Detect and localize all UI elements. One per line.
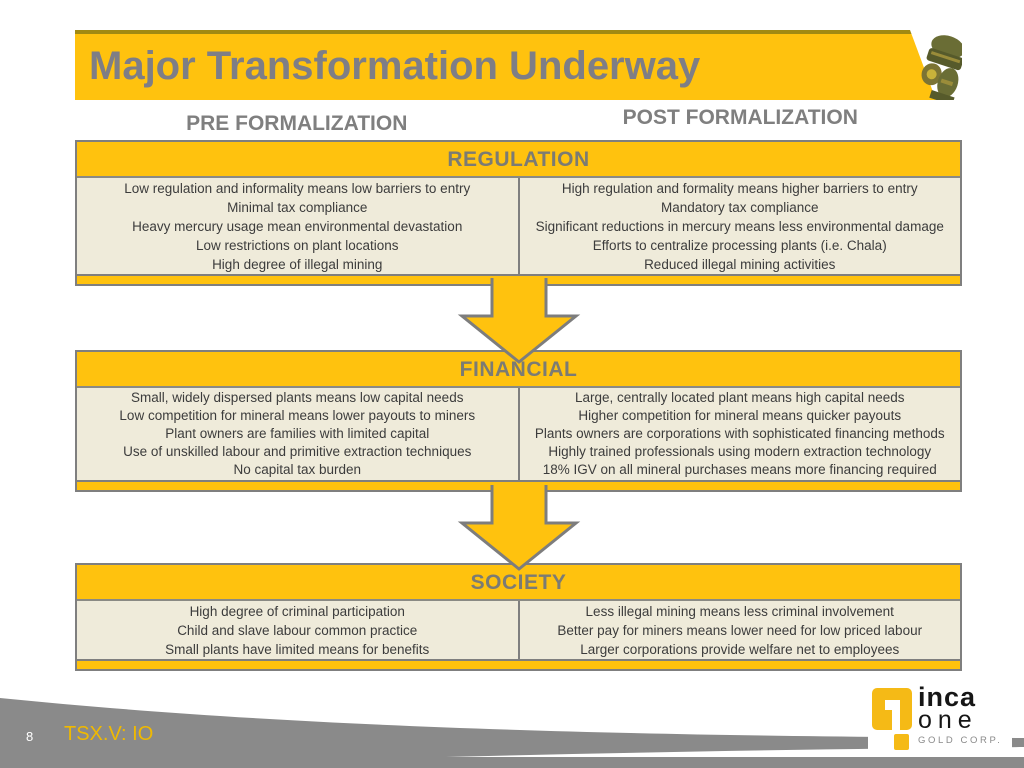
section-bottom-strip xyxy=(77,661,960,669)
post-formalization-label: POST FORMALIZATION xyxy=(622,106,858,129)
financial-pre-cell: Small, widely dispersed plants means low… xyxy=(77,388,520,480)
footer-swoosh xyxy=(0,698,1024,768)
cell-line: Plants owners are corporations with soph… xyxy=(534,426,945,441)
section-society-title: SOCIETY xyxy=(77,565,960,601)
society-post-cell: Less illegal mining means less criminal … xyxy=(519,601,960,659)
cell-line: Small plants have limited means for bene… xyxy=(165,641,430,657)
down-arrow-icon xyxy=(457,278,581,364)
financial-post-cell: Large, centrally located plant means hig… xyxy=(519,388,960,480)
cell-line: Less illegal mining means less criminal … xyxy=(585,603,894,619)
down-arrow-icon xyxy=(457,485,581,571)
cell-line: Low restrictions on plant locations xyxy=(195,237,399,253)
section-regulation-title: REGULATION xyxy=(77,142,960,178)
regulation-post-cell: High regulation and formality means high… xyxy=(519,178,960,274)
cell-line: Efforts to centralize processing plants … xyxy=(592,237,887,253)
cell-line: Small, widely dispersed plants means low… xyxy=(131,390,464,405)
logo-text-goldcorp: GOLD CORP. xyxy=(918,735,1003,746)
cell-line: Use of unskilled labour and primitive ex… xyxy=(123,444,472,459)
cell-line: High degree of criminal participation xyxy=(189,603,405,619)
logo-text-inca: inca xyxy=(918,682,977,712)
regulation-pre-cell: Low regulation and informality means low… xyxy=(77,178,520,274)
logo-text: inca one GOLD CORP. xyxy=(918,682,1003,747)
section-financial-body: Small, widely dispersed plants means low… xyxy=(77,388,960,482)
cell-line: Highly trained professionals using moder… xyxy=(548,444,932,459)
column-headers: PRE FORMALIZATION POST FORMALIZATION xyxy=(75,104,962,138)
cell-line: Better pay for miners means lower need f… xyxy=(557,622,923,638)
cell-line: Reduced illegal mining activities xyxy=(644,256,836,272)
logo-text-one: one xyxy=(918,706,978,734)
page-title: Major Transformation Underway xyxy=(89,44,701,88)
cell-line: Significant reductions in mercury means … xyxy=(535,218,944,234)
cell-line: Higher competition for mineral means qui… xyxy=(578,408,902,423)
cell-line: Plant owners are families with limited c… xyxy=(165,426,430,441)
cell-line: Low regulation and informality means low… xyxy=(124,180,471,196)
pre-formalization-label: PRE FORMALIZATION xyxy=(186,112,408,135)
section-regulation-body: Low regulation and informality means low… xyxy=(77,178,960,276)
cell-line: Mandatory tax compliance xyxy=(660,199,819,215)
cell-line: Large, centrally located plant means hig… xyxy=(575,390,905,405)
section-society: SOCIETY High degree of criminal particip… xyxy=(75,563,962,671)
logo-glyph-icon xyxy=(872,688,912,750)
inca-artifact-image xyxy=(910,30,962,100)
cell-line: 18% IGV on all mineral purchases means m… xyxy=(542,462,937,477)
cell-line: High degree of illegal mining xyxy=(212,256,383,272)
cell-line: Larger corporations provide welfare net … xyxy=(580,641,900,657)
cell-line: Child and slave labour common practice xyxy=(177,622,418,638)
page-number: 8 xyxy=(26,729,34,744)
title-banner: Major Transformation Underway xyxy=(75,30,962,100)
cell-line: No capital tax burden xyxy=(233,462,362,477)
cell-line: Heavy mercury usage mean environmental d… xyxy=(132,218,463,234)
ticker-label: TSX.V: IO xyxy=(64,723,154,745)
cell-line: Minimal tax compliance xyxy=(227,199,368,215)
section-financial: FINANCIAL Small, widely dispersed plants… xyxy=(75,350,962,492)
section-regulation: REGULATION Low regulation and informalit… xyxy=(75,140,962,286)
inca-one-logo: inca one GOLD CORP. xyxy=(868,683,1012,754)
cell-line: High regulation and formality means high… xyxy=(561,180,918,196)
cell-line: Low competition for mineral means lower … xyxy=(119,408,476,423)
